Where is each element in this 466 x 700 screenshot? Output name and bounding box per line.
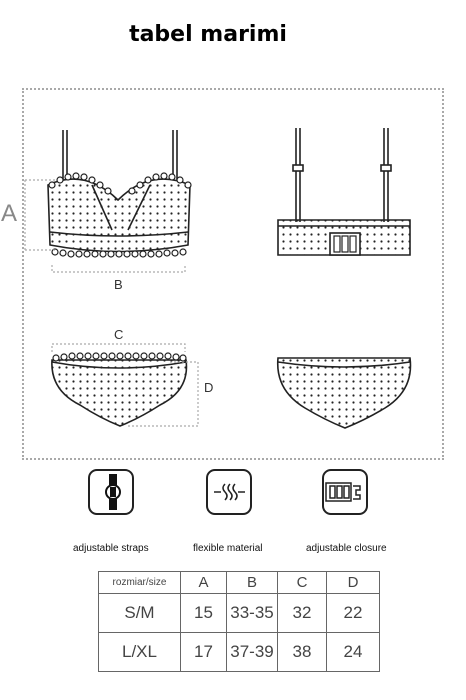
panty-back-drawing — [276, 357, 412, 429]
table-row: S/M 15 33-35 32 22 — [98, 593, 380, 633]
table-cell: 37-39 — [226, 632, 278, 672]
dimension-c-label: C — [114, 327, 124, 342]
table-cell: 24 — [326, 632, 380, 672]
table-row: L/XL 17 37-39 38 24 — [98, 632, 380, 672]
diagram-frame — [22, 88, 444, 460]
flexible-material-icon — [206, 469, 252, 515]
dimension-b-label: B — [114, 277, 123, 292]
adjustable-strap-icon — [88, 469, 134, 515]
table-cell: L/XL — [98, 632, 181, 672]
dimension-a-lines — [24, 179, 55, 251]
table-cell: 22 — [326, 593, 380, 633]
table-cell: 15 — [180, 593, 227, 633]
dimension-d-label: D — [204, 380, 214, 395]
header-cell: D — [326, 571, 380, 594]
table-cell: 32 — [277, 593, 327, 633]
page-title: tabel marimi — [129, 22, 287, 47]
panty-front-drawing — [51, 352, 188, 427]
garment-drawings — [24, 128, 412, 429]
table-header-row: rozmiar/size A B C D — [98, 571, 380, 594]
table-cell: 17 — [180, 632, 227, 672]
header-cell: B — [226, 571, 278, 594]
header-cell: C — [277, 571, 327, 594]
header-cell: A — [180, 571, 227, 594]
bra-front-drawing — [47, 130, 192, 258]
table-cell: S/M — [98, 593, 181, 633]
dimension-c-lines — [51, 343, 186, 352]
hook-closure-icon — [322, 469, 368, 515]
size-table: rozmiar/size A B C D S/M 15 33-35 32 22 … — [98, 571, 380, 672]
table-cell: 38 — [277, 632, 327, 672]
header-cell: rozmiar/size — [98, 571, 181, 594]
feature-label-straps: adjustable straps — [73, 543, 149, 554]
dimension-a-label: A — [1, 200, 18, 227]
feature-label-closure: adjustable closure — [306, 543, 387, 554]
table-cell: 33-35 — [226, 593, 278, 633]
dimension-d-lines — [128, 361, 199, 427]
feature-label-material: flexible material — [193, 543, 263, 554]
bra-back-drawing — [277, 128, 411, 256]
dimension-b-lines — [51, 265, 186, 273]
